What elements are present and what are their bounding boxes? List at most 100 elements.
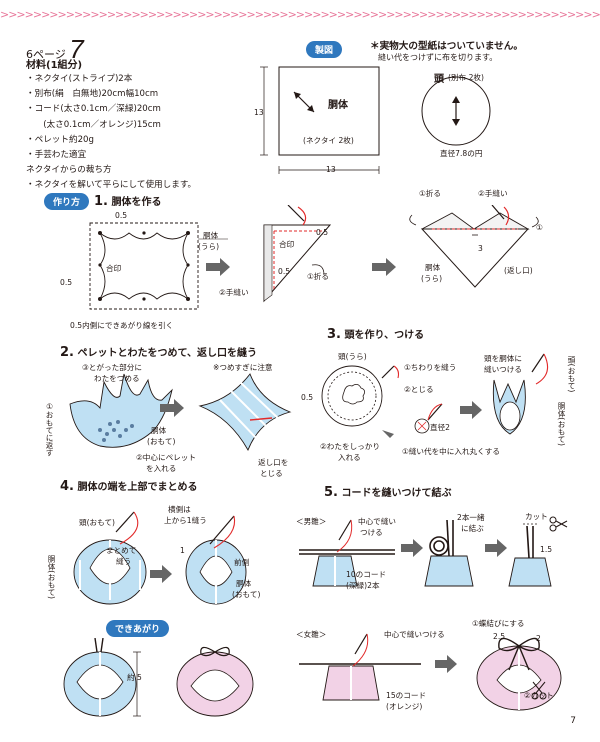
finished-diagram: [63, 638, 254, 717]
step5-bow-dim2: 2: [536, 634, 541, 643]
step3-attach: 頭を胴体に: [484, 354, 522, 363]
step2-text: ペレットとわたをつめて、返し口を縫う: [77, 348, 257, 359]
step3-attach-sub: 縫いつける: [484, 365, 522, 374]
step5-bow-dim1: 2.5: [493, 632, 506, 641]
step1-margin-3: 0.5: [316, 228, 329, 237]
step4-body-ome2: 胴体: [236, 579, 252, 588]
step5-tie-sub: に結ぶ: [461, 524, 484, 533]
step4-one: 1: [180, 546, 185, 555]
step2-title: 2. ペレットとわたをつめて、返し口を縫う: [60, 344, 257, 360]
step1-number: 1.: [94, 194, 108, 209]
step1-title: 1. 胴体を作る: [94, 193, 161, 209]
step4-note-sub: 上から1縫う: [164, 516, 207, 525]
step4-text: 胴体の端を上部でまとめる: [77, 482, 198, 493]
step5-diagram: [299, 516, 568, 711]
step2-caution: ※つめすぎに注意: [213, 363, 273, 372]
finished-badge: できあがり: [106, 620, 170, 637]
body-dim-bottom: 13: [326, 165, 336, 174]
step2-cotton: ③とがった部分に: [82, 363, 142, 372]
step4-title: 4. 胴体の端を上部でまとめる: [60, 478, 197, 494]
step3-cotton-sub: 入れる: [338, 453, 361, 462]
step4-gather: まとめて: [106, 546, 137, 555]
step3-head-ura: 頭(うら): [338, 352, 367, 361]
step2-body-ome: 胴体: [151, 426, 167, 435]
step2-pellet-sub: を入れる: [146, 464, 177, 473]
step1-aiin2: 合印: [279, 240, 295, 249]
step1-diagram: [89, 205, 539, 310]
step1-body-ura3: 胴体: [425, 263, 441, 272]
howto-badge: 作り方: [44, 193, 90, 210]
step5-center: 中心で縫い: [358, 517, 396, 526]
pattern-diagram: [260, 66, 491, 174]
step3-text: 頭を作り、つける: [344, 330, 425, 341]
step1-aiin: 合印: [106, 264, 122, 273]
step4-front: 前側: [234, 558, 250, 567]
step5-cord10: 10のコード: [346, 570, 387, 579]
step5-title: 5. コードを縫いつけて結ぶ: [324, 484, 451, 500]
material-item: ・ペレット約20g: [26, 134, 94, 145]
page-reference: 6ページ 7: [26, 34, 84, 65]
step3-head-ome: 頭(おもて): [567, 356, 576, 393]
step1-hand2: ②手縫い: [478, 189, 508, 198]
step3-diagram: [321, 353, 549, 438]
step4-gather-sub: 縫う: [116, 557, 132, 566]
step1-margin-top: 0.5: [115, 211, 128, 220]
step5-cord15-sub: (オレンジ): [386, 702, 423, 711]
step1-margin-4: 0.5: [278, 267, 291, 276]
head-pattern-label: 頭: [434, 74, 444, 85]
step5-center-female: 中心で縫いつける: [384, 630, 445, 639]
material-item: ネクタイからの裁ち方: [26, 165, 112, 176]
page-ref-prefix: 6ページ: [26, 48, 66, 61]
step3-cotton: ②わたをしっかり: [320, 442, 380, 451]
step3-margin: 0.5: [301, 393, 314, 402]
step1-margin-left: 0.5: [60, 278, 73, 287]
scissors-icon: [549, 516, 568, 532]
step1-fold1: ①折る: [307, 272, 329, 281]
body-pattern-sub: (ネクタイ 2枚): [303, 136, 354, 145]
step1-return: (返し口): [504, 266, 533, 275]
material-item: ・コード(太さ0.1cm／深緑)20cm: [26, 104, 161, 115]
page-number: 7: [570, 716, 576, 726]
head-dim-label: 直径7.8の円: [440, 149, 483, 158]
step3-tighten: ②とじる: [404, 385, 434, 394]
pattern-note-sub: 縫い代をつけずに布を切ります。: [378, 53, 498, 62]
step2-close: 返し口を: [258, 458, 289, 467]
step2-pellet: ②中心にペレット: [136, 453, 196, 462]
header-decor: >>>>>>>>>>>>>>>>>>>>>>>>>>>>>>>>>>>>>>>>…: [0, 8, 600, 21]
step3-title: 3. 頭を作り、つける: [327, 326, 424, 342]
step2-number: 2.: [60, 345, 74, 360]
body-pattern-label: 胴体: [328, 100, 348, 111]
material-item: ・手芸わた適宜: [26, 150, 87, 161]
step3-inward: ①縫い代を中に入れ丸くする: [402, 447, 500, 456]
step5-cut-dim: 1.5: [540, 545, 553, 554]
step3-dia: 直径2: [430, 423, 451, 432]
step5-cord10-sub: (深緑)2本: [346, 581, 380, 590]
pattern-badge: 製図: [306, 41, 343, 58]
head-pattern-sub: (別布 2枚): [448, 73, 484, 82]
material-item: ・ネクタイ(ストライプ)2本: [26, 74, 133, 84]
step4-diagram: [73, 511, 247, 605]
diagonal-grain-arrow-icon: [293, 91, 315, 113]
scissors-icon: [531, 681, 547, 700]
step5-tie: 2本一緒: [457, 513, 485, 522]
step1-hand1: ②手縫い: [219, 288, 249, 297]
step1-three: 3: [478, 244, 483, 253]
step5-female: ＜女雛＞: [296, 630, 327, 639]
step1-fold2: ①折る: [419, 189, 441, 198]
step1-body-ura: 胴体: [203, 231, 219, 240]
step1-fold3: ①: [536, 223, 543, 232]
step1-body-ura-sub: (うら): [198, 242, 220, 251]
material-item: ・ネクタイを解いて平らにして使用します。: [26, 180, 197, 191]
page-ref-number: 7: [69, 34, 84, 64]
step3-number: 3.: [327, 327, 341, 342]
step5-text: コードを縫いつけて結ぶ: [341, 488, 452, 499]
step4-head-ome: 頭(おもて): [79, 518, 115, 527]
materials-list: ・ネクタイ(ストライプ)2本 ・別布(絹 白無地)20cm幅10cm ・コード(…: [26, 72, 196, 194]
step4-body-ome-v: 胴体(おもて): [47, 555, 56, 599]
body-dim-side: 13: [254, 108, 264, 117]
pattern-note: ＊実物大の型紙はついていません。: [370, 41, 523, 52]
step5-bow: ①蝶結びにする: [472, 619, 525, 628]
step1-line-note: 0.5内側にできあがり線を引く: [70, 321, 174, 330]
step2-body-ome-sub: (おもて): [147, 437, 176, 446]
step4-number: 4.: [60, 479, 74, 494]
